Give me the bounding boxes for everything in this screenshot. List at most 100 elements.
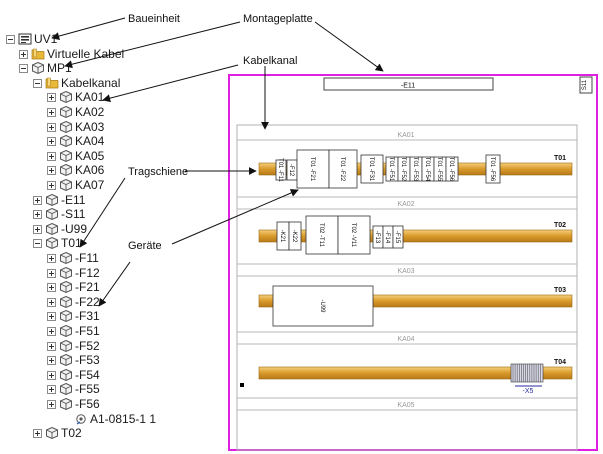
rail-label: T01: [554, 155, 566, 162]
expand-icon[interactable]: [47, 181, 56, 190]
tree-item-label: -F54: [75, 367, 100, 382]
device-label: -F15: [394, 231, 400, 244]
device-label: T01 -F52: [400, 157, 406, 182]
tree-item-label: KA06: [75, 163, 105, 178]
tree-item[interactable]: KA01: [0, 89, 220, 107]
tree-item[interactable]: KA04: [0, 133, 220, 151]
device-label: T02 -V11: [350, 223, 356, 248]
device: T02 -V11: [337, 215, 371, 255]
tree-item[interactable]: -E11: [0, 192, 220, 210]
device-label: -K21: [279, 230, 285, 243]
tree-item[interactable]: -F53: [0, 352, 220, 370]
device: T02 -T11: [305, 215, 339, 255]
tree-item[interactable]: KA06: [0, 162, 220, 180]
mounting-rail: T03: [258, 287, 573, 308]
tree-item[interactable]: -F55: [0, 381, 220, 399]
expand-icon[interactable]: [33, 195, 42, 205]
expand-icon[interactable]: [47, 108, 56, 117]
cabinet-icon: [18, 32, 32, 46]
tree-item[interactable]: -F51: [0, 323, 220, 341]
tree-item[interactable]: -S11: [0, 206, 220, 224]
assembly-icon: [45, 426, 59, 440]
assembly-icon: [59, 295, 73, 309]
folder-icon: [31, 47, 45, 61]
device: T01 -F56: [445, 156, 459, 182]
device: T01 -F55: [433, 156, 447, 182]
expand-icon[interactable]: [47, 93, 56, 103]
tree-item[interactable]: KA05: [0, 148, 220, 166]
expand-icon[interactable]: [33, 210, 42, 220]
assembly-icon: [45, 222, 59, 236]
expand-icon[interactable]: [47, 297, 56, 307]
tree-item[interactable]: -F21: [0, 279, 220, 297]
assembly-icon: [59, 251, 73, 265]
expand-icon[interactable]: [47, 151, 56, 161]
assembly-icon: [59, 280, 73, 294]
tree-item-label: KA02: [75, 105, 105, 119]
expand-icon[interactable]: [47, 122, 56, 132]
device: -U99: [272, 285, 374, 327]
device-label: T02 -T11: [318, 223, 324, 248]
cable-duct: KA02: [237, 196, 577, 210]
device-label: -K22: [291, 230, 297, 243]
device-label: T01 -F21: [309, 157, 315, 182]
tree-item-label: -F31: [75, 309, 100, 324]
collapse-icon[interactable]: [33, 78, 42, 88]
rail-label: T02: [554, 222, 566, 229]
device: T01 -F21: [296, 149, 330, 189]
tree-item-label: -F21: [75, 280, 100, 295]
tree-item[interactable]: T02: [0, 425, 220, 443]
tree-item[interactable]: -F56: [0, 396, 220, 414]
device-label: T01 -F53: [412, 157, 418, 182]
expand-icon[interactable]: [47, 268, 56, 278]
expand-icon[interactable]: [47, 385, 56, 395]
expand-icon[interactable]: [47, 341, 56, 351]
device: T01 -F54: [421, 156, 435, 182]
collapse-icon[interactable]: [6, 35, 15, 44]
expand-icon[interactable]: [47, 370, 56, 380]
tree-item[interactable]: -F54: [0, 367, 220, 385]
assembly-icon: [59, 368, 73, 382]
tree-item[interactable]: T01: [0, 235, 220, 253]
expand-icon[interactable]: [47, 356, 56, 366]
expand-icon[interactable]: [47, 312, 56, 322]
cable-duct: KA04: [237, 331, 577, 345]
annotation-geraete: Geräte: [128, 240, 162, 252]
tree-item-label: KA04: [75, 134, 105, 149]
expand-icon[interactable]: [33, 429, 42, 439]
e11-box: [323, 77, 494, 91]
tree-item[interactable]: A1-0815-1 1: [0, 411, 220, 429]
expand-icon[interactable]: [47, 400, 56, 409]
expand-icon[interactable]: [19, 49, 28, 59]
tree-item[interactable]: MP1: [0, 60, 220, 78]
arrow-montageplatte-right: [314, 21, 384, 72]
tree-item-label: -F53: [75, 353, 100, 368]
tree-item-label: -F51: [75, 324, 100, 338]
collapse-icon[interactable]: [33, 239, 42, 249]
device: -F15: [392, 225, 404, 249]
expand-icon[interactable]: [47, 283, 56, 293]
rail-label: T03: [554, 287, 566, 294]
expand-icon[interactable]: [47, 327, 56, 336]
expand-icon[interactable]: [33, 224, 42, 234]
expand-icon[interactable]: [47, 166, 56, 176]
tree-item[interactable]: -F11: [0, 250, 220, 268]
expand-icon[interactable]: [47, 254, 56, 263]
tree-item[interactable]: -F22: [0, 294, 220, 312]
cable-duct-label: KA05: [397, 402, 414, 409]
expand-icon[interactable]: [47, 137, 56, 147]
tree-item-label: -F56: [75, 397, 100, 411]
assembly-icon: [59, 178, 73, 192]
terminal-label: -X5: [523, 388, 534, 395]
annotation-montageplatte: Montageplatte: [243, 13, 313, 25]
tree-item[interactable]: -F12: [0, 265, 220, 283]
kanal-frame: [236, 124, 578, 451]
tree-item[interactable]: KA03: [0, 119, 220, 137]
tree-item[interactable]: KA02: [0, 104, 220, 122]
tree-item[interactable]: -F31: [0, 308, 220, 326]
tree-item[interactable]: -F52: [0, 338, 220, 356]
collapse-icon[interactable]: [19, 64, 28, 74]
